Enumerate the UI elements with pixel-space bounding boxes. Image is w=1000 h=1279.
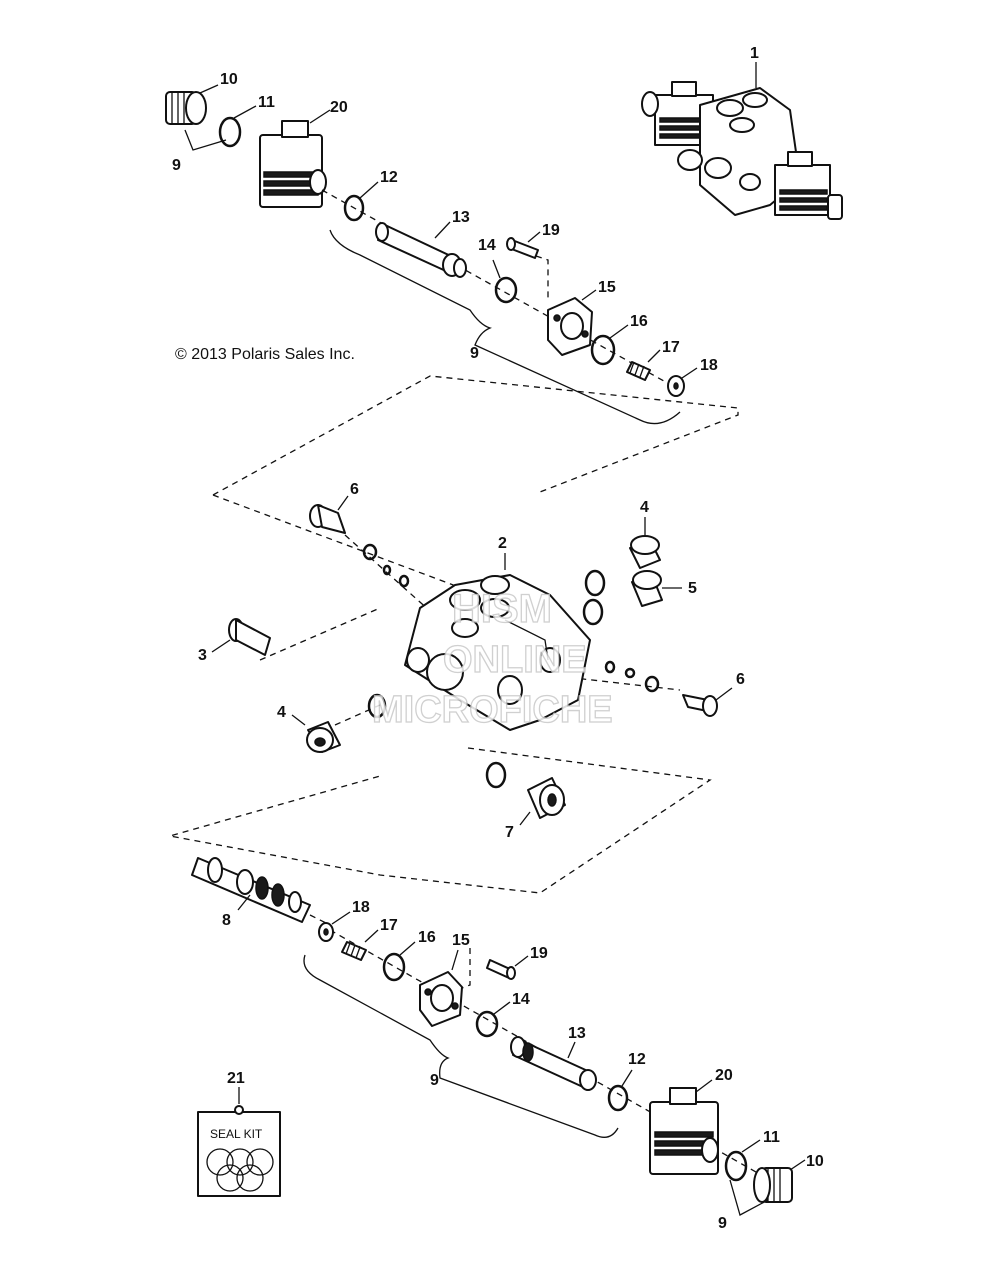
o-ring-14-bottom <box>475 1010 499 1038</box>
relief-valve-3 <box>228 618 271 656</box>
spring-17-bottom <box>341 941 367 961</box>
callout-9-bottom-brace: 9 <box>430 1072 439 1089</box>
o-ring-12-bottom <box>607 1084 629 1112</box>
screw-19-top <box>506 237 539 259</box>
screw-19-bottom <box>486 959 516 980</box>
callout-12-bottom: 12 <box>628 1051 646 1068</box>
callout-20-top: 20 <box>330 99 348 116</box>
callout-13-top: 13 <box>452 209 470 226</box>
solenoid-tube-top <box>375 222 467 278</box>
washer-18-bottom <box>318 922 334 942</box>
seal-kit-21: SEAL KIT <box>197 1105 281 1197</box>
o-ring-6-right-b <box>624 667 636 679</box>
callout-15-bottom: 15 <box>452 932 470 949</box>
solenoid-tube-bottom <box>510 1036 597 1091</box>
callout-21: 21 <box>227 1070 245 1087</box>
o-ring-16-top <box>590 334 616 366</box>
o-ring-4-top <box>584 569 606 597</box>
svg-text:HISM: HISM <box>452 587 552 631</box>
o-ring-6-top-a <box>362 543 378 561</box>
solenoid-coil-bottom <box>649 1087 719 1175</box>
plug-4-top <box>629 535 661 569</box>
o-ring-12-top <box>343 194 365 222</box>
o-ring-16-bottom <box>382 952 406 982</box>
callout-5: 5 <box>688 580 697 597</box>
watermark: HISM ONLINE MICROFICHE <box>371 586 613 731</box>
callout-10-bottom: 10 <box>806 1153 824 1170</box>
o-ring-11-top <box>218 116 242 148</box>
spring-17-top <box>626 361 651 381</box>
callout-6-right: 6 <box>736 671 745 688</box>
callout-19-bottom: 19 <box>530 945 548 962</box>
o-ring-11-bottom <box>724 1150 748 1182</box>
o-ring-14-top <box>494 276 518 304</box>
flange-15-bottom <box>419 971 463 1027</box>
callout-18-bottom: 18 <box>352 899 370 916</box>
plug-7 <box>527 777 566 819</box>
callout-11-top: 11 <box>258 94 275 111</box>
spool-8 <box>191 857 311 923</box>
callout-7: 7 <box>505 824 514 841</box>
callout-17-bottom: 17 <box>380 917 398 934</box>
seal-kit-label: SEAL KIT <box>210 1127 263 1141</box>
washer-18-top <box>667 375 685 397</box>
callout-6-top: 6 <box>350 481 359 498</box>
callout-11-bottom: 11 <box>763 1129 780 1146</box>
callout-8: 8 <box>222 912 231 929</box>
callout-18-top: 18 <box>700 357 718 374</box>
callout-19-top: 19 <box>542 222 560 239</box>
callout-14-bottom: 14 <box>512 991 530 1008</box>
callout-10-top: 10 <box>220 71 238 88</box>
callout-4-top: 4 <box>640 499 649 516</box>
coil-nut-top <box>165 91 207 125</box>
o-ring-6-top-c <box>398 574 410 588</box>
valve-body-main <box>404 574 591 731</box>
svg-text:ONLINE: ONLINE <box>443 639 587 681</box>
callout-14-top: 14 <box>478 237 496 254</box>
o-ring-4-bottom <box>367 693 387 719</box>
callout-17-top: 17 <box>662 339 680 356</box>
callout-13-bottom: 13 <box>568 1025 586 1042</box>
plug-6-top <box>309 504 346 534</box>
callout-9-top-left: 9 <box>172 157 181 174</box>
plug-5 <box>631 570 663 607</box>
o-ring-7 <box>485 761 507 789</box>
callout-16-top: 16 <box>630 313 648 330</box>
callout-15-top: 15 <box>598 279 616 296</box>
svg-text:MICROFICHE: MICROFICHE <box>372 689 613 731</box>
coil-nut-bottom <box>753 1167 793 1203</box>
callout-3: 3 <box>198 647 207 664</box>
callout-12-top: 12 <box>380 169 398 186</box>
solenoid-coil-top <box>259 120 327 208</box>
callout-2: 2 <box>498 535 507 552</box>
valve-assembly-complete <box>641 81 843 220</box>
callout-4-bottom: 4 <box>277 704 286 721</box>
o-ring-6-right-c <box>604 660 616 674</box>
o-ring-6-top-b <box>382 564 392 576</box>
o-ring-6-right-a <box>644 675 660 693</box>
callout-9-top-brace: 9 <box>470 345 479 362</box>
callout-9-bottom-right: 9 <box>718 1215 727 1232</box>
plug-6-right <box>682 694 718 717</box>
callout-20-bottom: 20 <box>715 1067 733 1084</box>
flange-15-top <box>547 297 593 356</box>
o-ring-5 <box>582 598 604 626</box>
callout-1: 1 <box>750 45 759 62</box>
copyright-notice: © 2013 Polaris Sales Inc. <box>175 346 355 363</box>
callout-16-bottom: 16 <box>418 929 436 946</box>
plug-4-bottom <box>306 721 341 753</box>
